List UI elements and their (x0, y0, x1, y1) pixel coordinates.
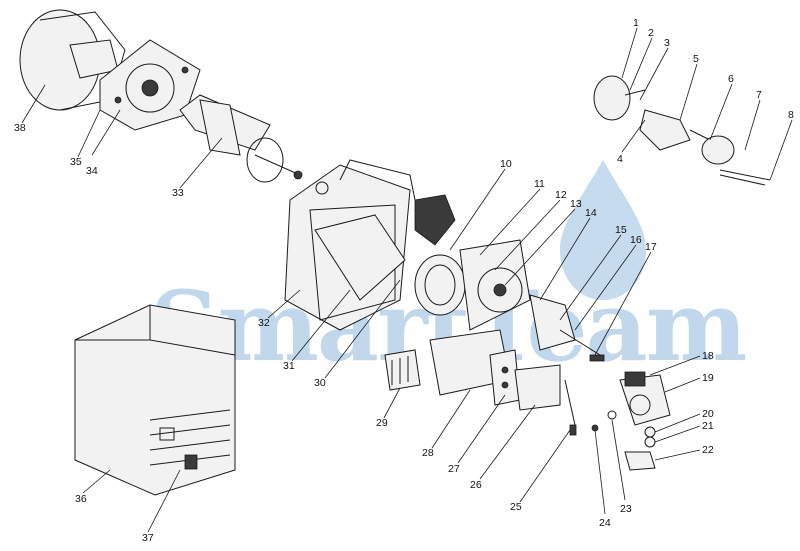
callout-27: 27 (448, 463, 460, 475)
callout-15: 15 (615, 224, 627, 236)
callout-17: 17 (645, 241, 657, 253)
callout-29: 29 (376, 417, 388, 429)
watermark-drop-icon (560, 160, 646, 300)
callout-36: 36 (75, 493, 87, 505)
callout-1: 1 (633, 17, 639, 29)
callout-12: 12 (555, 189, 567, 201)
part-cover (74, 304, 236, 496)
callout-30: 30 (314, 377, 326, 389)
callout-4: 4 (617, 153, 623, 165)
callout-8: 8 (788, 109, 794, 121)
part-terminal-block (384, 349, 421, 391)
callout-19: 19 (702, 372, 714, 384)
callout-37: 37 (142, 532, 154, 544)
callout-2: 2 (648, 27, 654, 39)
callout-28: 28 (422, 447, 434, 459)
callout-13: 13 (570, 198, 582, 210)
callout-34: 34 (86, 165, 98, 177)
part-control-box (429, 329, 561, 411)
part-housing (284, 159, 456, 331)
leader-lines (21, 27, 793, 533)
callout-14: 14 (585, 207, 597, 219)
callout-18: 18 (702, 350, 714, 362)
callout-21: 21 (702, 420, 714, 432)
callout-7: 7 (756, 89, 762, 101)
part-photocell-assembly (593, 75, 771, 186)
callout-6: 6 (728, 73, 734, 85)
part-nozzle-pipe (564, 379, 577, 436)
callout-33: 33 (172, 187, 184, 199)
callout-31: 31 (283, 360, 295, 372)
callout-20: 20 (702, 408, 714, 420)
callout-10: 10 (500, 158, 512, 170)
callout-35: 35 (70, 156, 82, 168)
callout-32: 32 (258, 317, 270, 329)
part-pump (591, 371, 671, 471)
part-blast-tube (179, 94, 303, 183)
part-electrode (559, 329, 605, 362)
callout-16: 16 (630, 234, 642, 246)
callout-22: 22 (702, 444, 714, 456)
callout-25: 25 (510, 501, 522, 513)
callouts: 1 2 3 4 5 6 7 8 10 11 12 13 14 15 16 17 … (14, 17, 794, 544)
part-flange (99, 39, 201, 131)
callout-26: 26 (470, 479, 482, 491)
callout-38: 38 (14, 122, 26, 134)
callout-23: 23 (620, 503, 632, 515)
callout-5: 5 (693, 53, 699, 65)
callout-11: 11 (534, 178, 545, 190)
part-fan-assembly (414, 239, 576, 351)
callout-24: 24 (599, 517, 611, 529)
callout-3: 3 (664, 37, 670, 49)
